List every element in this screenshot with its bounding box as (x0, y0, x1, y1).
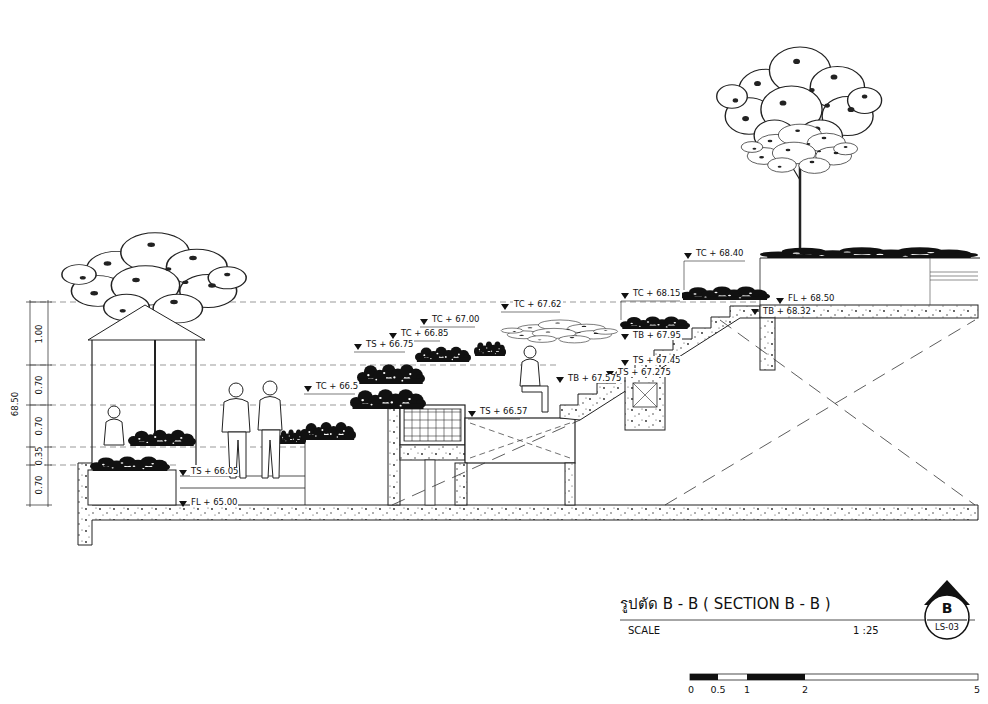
section-marker: B LS-03 (920, 579, 974, 641)
dimension-value: 68.50 (11, 391, 20, 417)
scale-text: 1 :25 (853, 625, 879, 636)
elevation-tag: TB + 68.32 (762, 307, 812, 316)
scale-bar-number: 1 (744, 685, 750, 695)
scale-bar-number: 5 (974, 685, 980, 695)
scale-bar-number: 2 (802, 685, 808, 695)
elevation-tag: TS + 66.75 (365, 340, 414, 349)
dimension-value: 0.70 (35, 416, 44, 437)
elevation-tag: TC + 68.40 (695, 249, 745, 258)
scale-text: SCALE (628, 625, 660, 636)
elevation-tag: FL + 68.50 (787, 294, 835, 303)
elevation-tag: TC + 67.62 (513, 300, 563, 309)
elevation-tag: TB + 67.575 (567, 374, 622, 383)
elevation-tag: TC + 68.15 (632, 289, 682, 298)
elevation-tag: TS + 66.05 (190, 467, 239, 476)
scale-bar-number: 0.5 (710, 685, 725, 695)
elevation-tag: TS + 67.45 (632, 356, 681, 365)
elevation-tag: TC + 67.00 (431, 315, 481, 324)
elevation-tag: TS + 67.275 (617, 368, 672, 377)
dimension-value: 1.00 (35, 324, 44, 345)
elevation-tag: TB + 67.95 (632, 331, 682, 340)
elevation-tag: TC + 66.5 (315, 382, 359, 391)
dimension-value: 0.70 (35, 375, 44, 396)
sheet-number: LS-03 (920, 623, 974, 632)
elevation-tag: TS + 66.57 (479, 407, 528, 416)
dimension-value: 0.70 (35, 475, 44, 496)
section-letter: B (920, 601, 974, 615)
elevation-tag: TC + 66.85 (400, 329, 450, 338)
elevation-tag: FL + 65.00 (190, 498, 238, 507)
dimension-value: 0.35 (35, 446, 44, 467)
scale-bar-number: 0 (688, 685, 694, 695)
drawing-title: รูปตัด B - B ( SECTION B - B ) (620, 596, 831, 613)
